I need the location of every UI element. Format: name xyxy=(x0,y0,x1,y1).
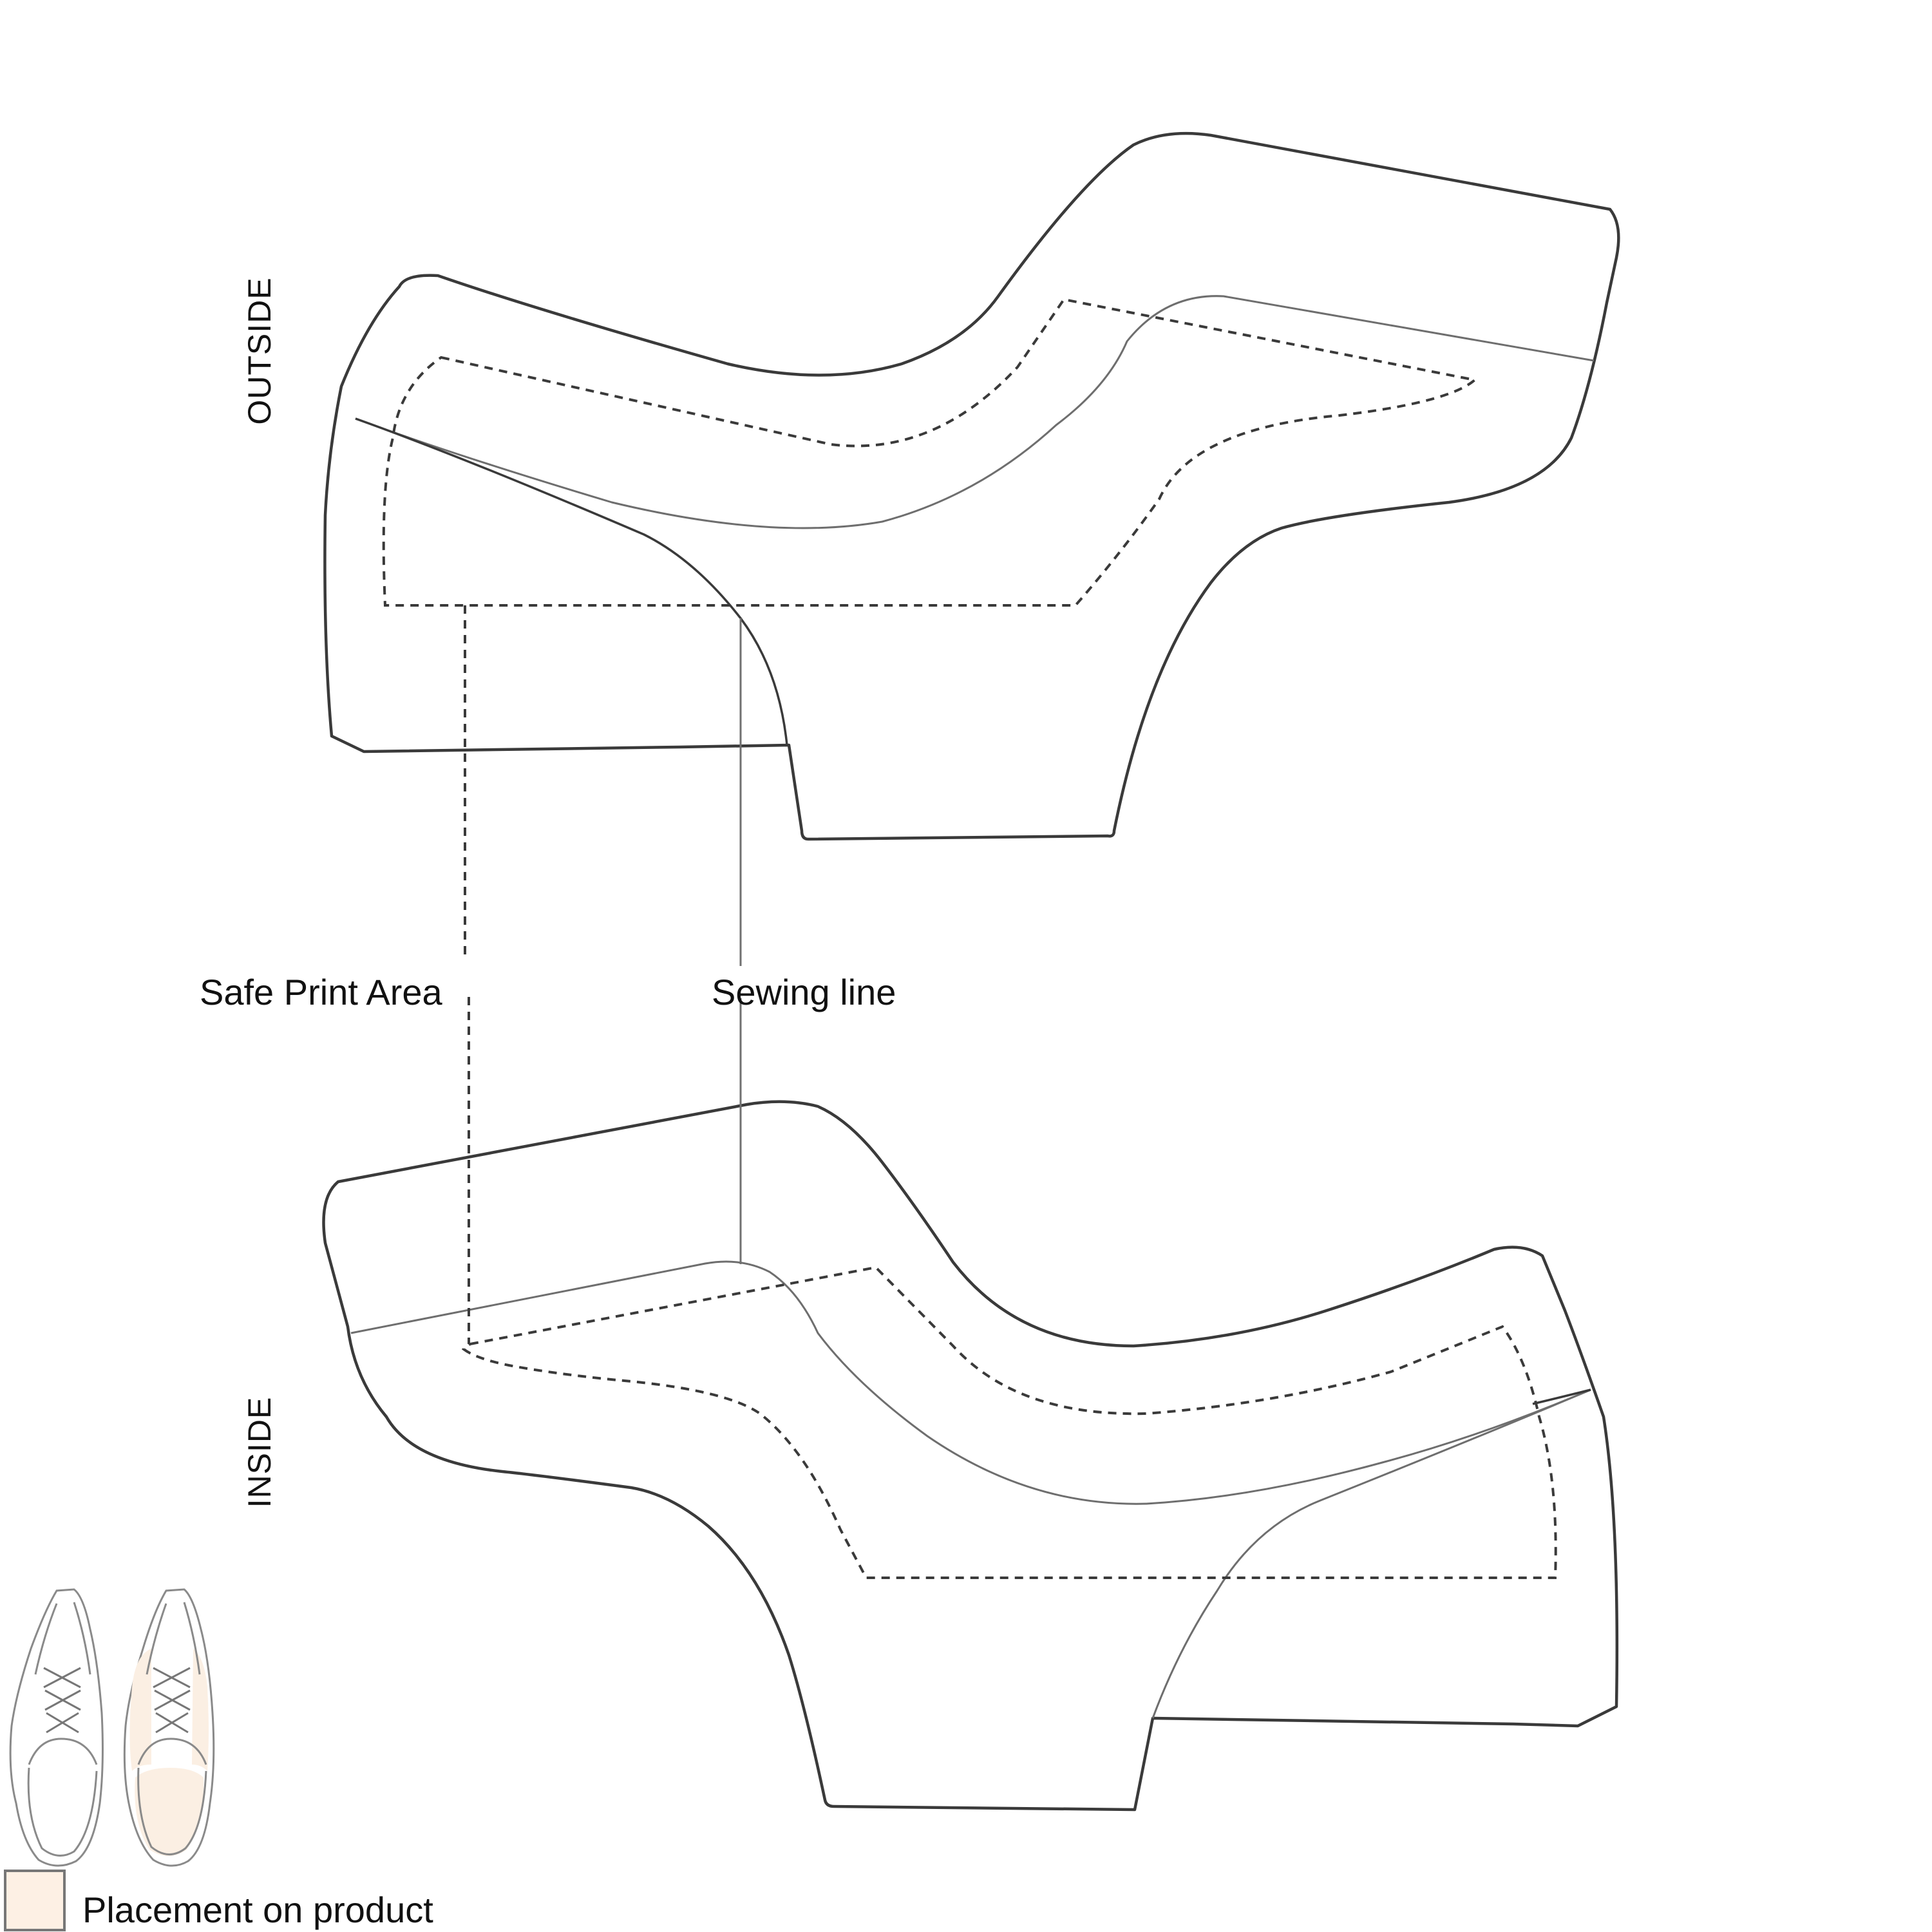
sewing-line-label: Sewing line xyxy=(712,972,896,1012)
inside-panel-outline xyxy=(322,1100,1619,1812)
left-sneaker-icon xyxy=(9,1588,104,1867)
placement-highlight xyxy=(129,1649,209,1771)
legend-label: Placement on product xyxy=(82,1889,433,1930)
sneaker-pair-icon xyxy=(9,1588,215,1867)
outside-seam-upper xyxy=(355,295,1595,529)
inside-seam-heel-dark xyxy=(1532,1388,1591,1405)
inside-panel: INSIDE xyxy=(242,1100,1619,1812)
outside-panel: OUTSIDE xyxy=(242,131,1620,841)
safe-print-area-label: Safe Print Area xyxy=(200,972,443,1012)
inside-label: INSIDE xyxy=(242,1397,278,1508)
legend: Placement on product xyxy=(4,1870,433,1931)
outside-seam-heel xyxy=(355,417,788,746)
right-sneaker-icon xyxy=(123,1588,215,1867)
outside-label: OUTSIDE xyxy=(242,277,278,424)
callouts: Safe Print Area Sewing line xyxy=(200,605,896,1344)
inside-seam-heel xyxy=(1151,1388,1591,1719)
outside-safe-print-area xyxy=(382,298,1478,607)
placement-highlight-toe xyxy=(135,1768,204,1856)
placement-swatch xyxy=(4,1870,66,1931)
inside-safe-print-area xyxy=(461,1265,1557,1579)
inside-seam-upper xyxy=(350,1260,1591,1505)
